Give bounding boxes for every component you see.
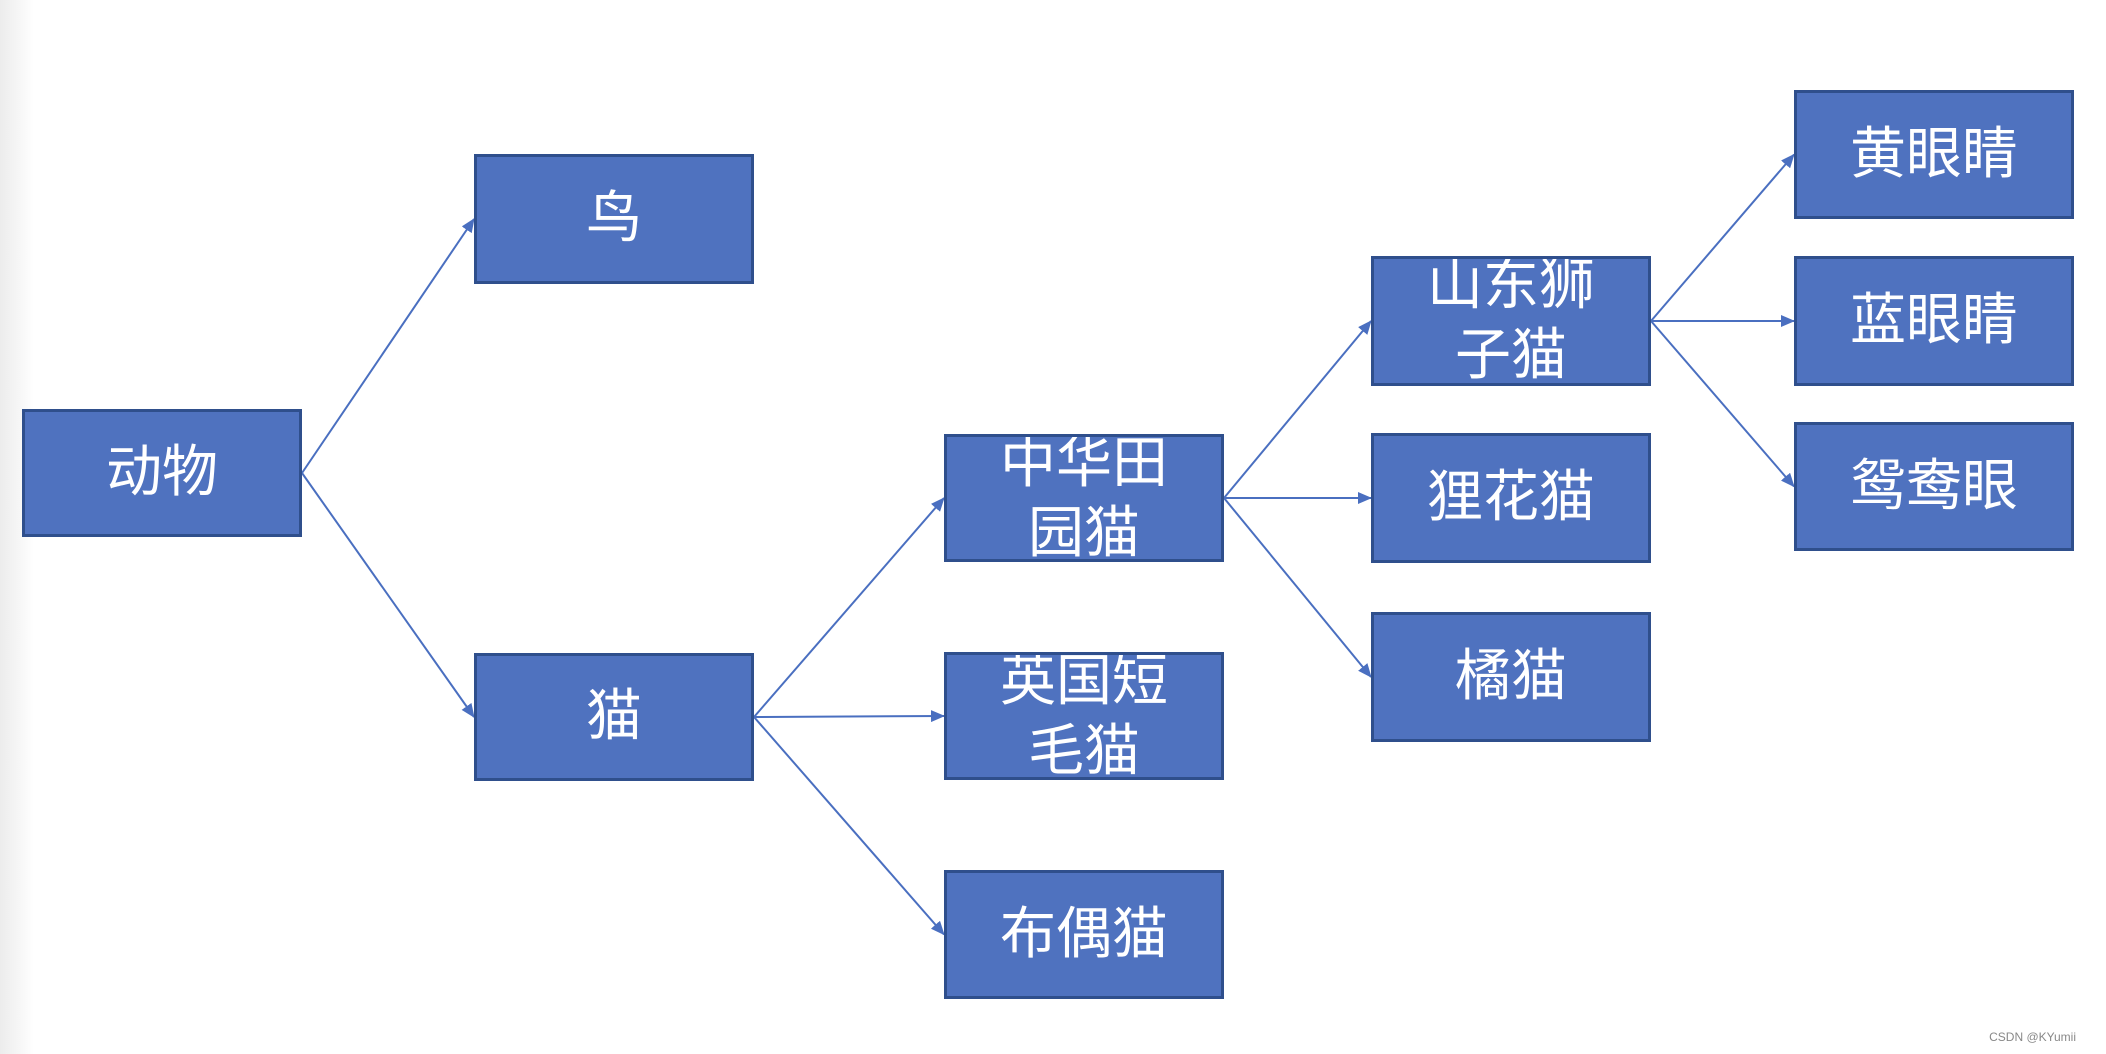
watermark: CSDN @KYumii — [1989, 1030, 2076, 1044]
node-orange-cat-label: 橘猫 — [1455, 644, 1567, 709]
edge-shandong_lion_cat-to-yellow_eyes — [1650, 153, 1795, 322]
node-odd-eyes-label: 鸳鸯眼 — [1850, 453, 2018, 519]
node-ragdoll-label: 布偶猫 — [1000, 901, 1168, 967]
node-bird-label: 鸟 — [586, 186, 642, 251]
node-animal: 动物 — [22, 409, 302, 537]
edge-cat-to-ragdoll — [753, 716, 945, 936]
node-cat-label: 猫 — [586, 684, 642, 749]
node-yellow-eyes: 黄眼睛 — [1794, 90, 2074, 219]
node-shandong-lion-cat: 山东狮子猫 — [1371, 256, 1651, 386]
node-blue-eyes-label: 蓝眼睛 — [1850, 288, 2018, 353]
edge-shandong_lion_cat-to-odd_eyes — [1650, 320, 1795, 488]
node-shandong-lion-cat-label: 山东狮子猫 — [1427, 256, 1595, 386]
edge-animal-to-bird — [301, 218, 475, 474]
node-bird: 鸟 — [474, 154, 754, 284]
node-animal-label: 动物 — [106, 440, 218, 505]
edge-animal-to-cat — [301, 472, 475, 718]
node-british-shorthair: 英国短毛猫 — [944, 652, 1224, 780]
node-orange-cat: 橘猫 — [1371, 612, 1651, 742]
node-chinese-rural-cat: 中华田园猫 — [944, 434, 1224, 562]
edge-cat-to-british_shorthair — [753, 710, 945, 723]
node-ragdoll: 布偶猫 — [944, 870, 1224, 999]
node-li-hua-cat: 狸花猫 — [1371, 433, 1651, 563]
edge-chinese_rural_cat-to-shandong_lion_cat — [1223, 320, 1372, 499]
node-odd-eyes: 鸳鸯眼 — [1794, 422, 2074, 551]
node-british-shorthair-label: 英国短毛猫 — [1000, 652, 1168, 780]
edge-cat-to-chinese_rural_cat — [753, 497, 945, 718]
node-blue-eyes: 蓝眼睛 — [1794, 256, 2074, 386]
node-chinese-rural-cat-label: 中华田园猫 — [1000, 434, 1168, 562]
node-li-hua-cat-label: 狸花猫 — [1427, 465, 1595, 530]
node-yellow-eyes-label: 黄眼睛 — [1850, 121, 2018, 187]
edge-chinese_rural_cat-to-orange_cat — [1223, 497, 1372, 678]
node-cat: 猫 — [474, 653, 754, 781]
